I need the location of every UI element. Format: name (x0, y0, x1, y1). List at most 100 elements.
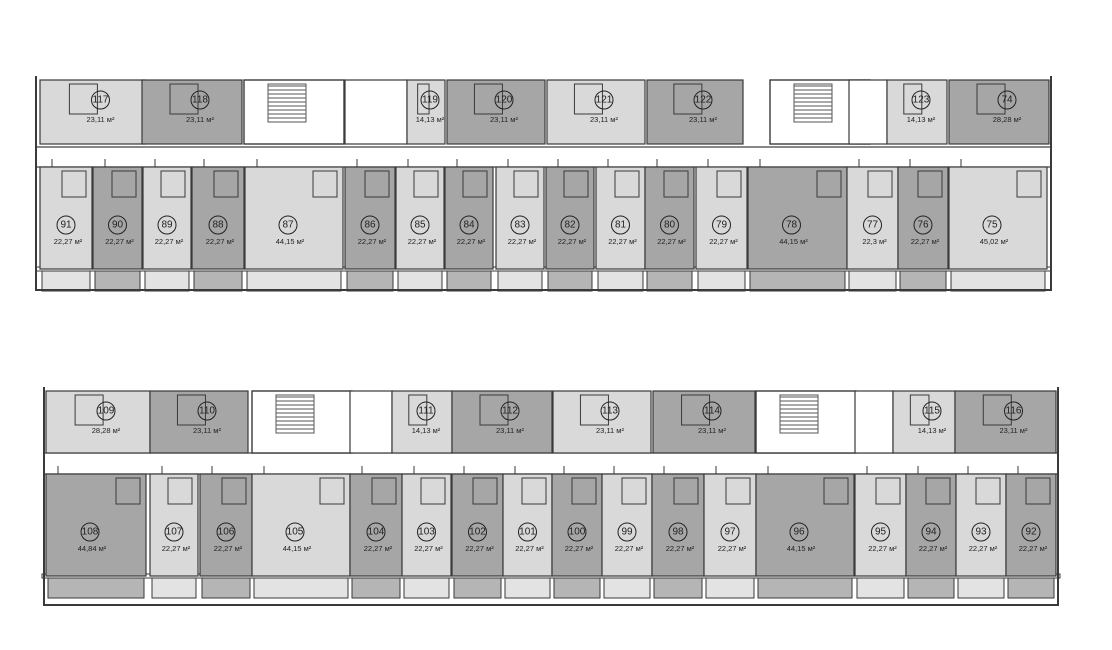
unit-area: 22,27 м² (162, 544, 191, 553)
unit-number-circle (782, 215, 801, 235)
bathroom (462, 170, 488, 198)
unit-number: 100 (569, 527, 586, 538)
unit-area: 23,11 м² (698, 426, 726, 435)
apartment-room (601, 473, 653, 577)
unit-number: 121 (596, 95, 613, 106)
unit-area: 14,13 м² (412, 426, 441, 435)
unit-area: 22,27 м² (1019, 544, 1048, 553)
apartment-room (92, 166, 143, 270)
unit-number: 81 (615, 220, 627, 231)
unit-number: 103 (418, 527, 435, 538)
unit-area: 22,3 м² (862, 237, 887, 246)
unit-area: 44,84 м² (78, 544, 107, 553)
unit-area: 23,11 м² (1000, 426, 1028, 435)
apartment-south: 105 44,15 м² (251, 466, 351, 577)
unit-area: 14,13 м² (416, 115, 445, 124)
unit-number: 101 (519, 527, 536, 538)
apartment-room (646, 79, 744, 145)
apartment-room (191, 166, 245, 270)
apartment-north: 119 14,13 м² (406, 79, 446, 145)
unit-number: 117 (93, 95, 109, 106)
lobby (848, 79, 888, 145)
bathroom (925, 477, 951, 505)
unit-area: 22,27 м² (608, 237, 637, 246)
balcony (597, 268, 644, 292)
unit-number-circle (1021, 522, 1041, 542)
balcony (47, 575, 145, 599)
bathroom (371, 477, 397, 505)
unit-number: 87 (282, 220, 294, 231)
unit-number: 88 (212, 220, 224, 231)
unit-number-circle (660, 215, 679, 235)
balcony (1007, 575, 1055, 599)
balcony (653, 575, 703, 599)
unit-number-circle (693, 90, 713, 110)
balcony (446, 268, 492, 292)
bathroom (975, 477, 1001, 505)
unit-area: 22,27 м² (615, 544, 644, 553)
building-outline (35, 76, 1052, 291)
balcony (246, 268, 342, 292)
unit-area: 45,02 м² (980, 237, 1009, 246)
unit-number-circle (668, 522, 688, 542)
unit-number-circle (922, 401, 942, 421)
apartment-room (897, 166, 949, 270)
unit-number: 96 (793, 527, 805, 538)
unit-area: 22,27 м² (457, 237, 486, 246)
bathroom (312, 170, 338, 198)
unit-area: 22,27 м² (718, 544, 747, 553)
balcony (41, 268, 91, 292)
bathroom (364, 170, 390, 198)
bathroom (903, 83, 923, 115)
unit-number: 105 (287, 527, 304, 538)
unit-area: 14,13 м² (918, 426, 947, 435)
bathroom (479, 394, 509, 426)
unit-number-circle (197, 401, 217, 421)
unit-area: 44,15 м² (283, 544, 312, 553)
apartment-room (551, 473, 603, 577)
bathroom (823, 477, 849, 505)
unit-number-circle (190, 90, 210, 110)
bathroom (115, 477, 141, 505)
unit-area: 22,27 м² (508, 237, 537, 246)
bathroom (621, 477, 647, 505)
unit-number: 119 (422, 95, 438, 106)
unit-area: 28,28 м² (993, 115, 1022, 124)
apartment-south: 77 22,3 м² (846, 159, 899, 270)
bathroom (725, 477, 751, 505)
unit-number: 122 (695, 95, 712, 106)
unit-number-circle (285, 522, 305, 542)
unit-number-circle (360, 215, 380, 235)
apartment-room (703, 473, 757, 577)
unit-number: 115 (924, 406, 940, 417)
unit-number: 80 (664, 220, 676, 231)
unit-number: 91 (60, 220, 72, 231)
unit-number: 110 (199, 406, 215, 417)
unit-area: 22,27 м² (565, 544, 594, 553)
staircase (251, 390, 353, 454)
unit-number-circle (216, 522, 236, 542)
bathroom (663, 170, 689, 198)
bathroom (413, 170, 439, 198)
unit-number-circle (96, 401, 116, 421)
bathroom (169, 83, 199, 115)
unit-area: 22,27 м² (919, 544, 948, 553)
balcony (94, 268, 141, 292)
lobby (344, 79, 408, 145)
bathroom (614, 170, 640, 198)
unit-number: 77 (867, 220, 879, 231)
